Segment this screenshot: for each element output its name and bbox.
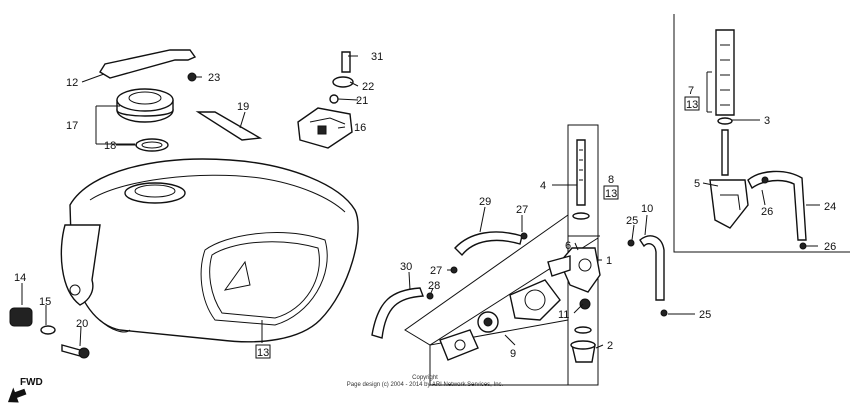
callout-20: 20 bbox=[76, 318, 88, 330]
clip-25a bbox=[627, 239, 635, 247]
fuel-tank bbox=[60, 158, 359, 343]
callout-2: 2 bbox=[607, 340, 613, 352]
callout-29: 29 bbox=[479, 196, 491, 208]
callout-17: 17 bbox=[66, 120, 78, 132]
callout-12: 12 bbox=[66, 77, 78, 89]
callout-30: 30 bbox=[400, 261, 412, 273]
copyright-line-2: Page design (c) 2004 - 2014 by ARI Netwo… bbox=[346, 382, 504, 388]
callout-31: 31 bbox=[371, 51, 383, 63]
fwd-label: FWD bbox=[20, 377, 43, 388]
clip-25b bbox=[660, 309, 668, 317]
callout-27a: 27 bbox=[516, 204, 528, 216]
callout-13b: 13 bbox=[686, 99, 698, 111]
callout-labels: 31 22 21 23 12 17 18 19 16 14 15 20 13 3… bbox=[14, 51, 836, 360]
fuel-cap bbox=[116, 88, 174, 152]
callout-6: 6 bbox=[565, 240, 571, 252]
pad-19 bbox=[195, 111, 263, 141]
clip-28 bbox=[426, 292, 434, 300]
box-13a bbox=[255, 344, 271, 359]
callout-1: 1 bbox=[606, 255, 612, 267]
callout-24: 24 bbox=[824, 201, 836, 213]
leader-lines bbox=[21, 55, 820, 349]
callout-11: 11 bbox=[558, 309, 569, 321]
callout-8: 8 bbox=[608, 174, 614, 186]
callout-15: 15 bbox=[39, 296, 51, 308]
callout-19: 19 bbox=[237, 101, 249, 113]
clip-27a bbox=[520, 232, 528, 240]
callout-18: 18 bbox=[104, 140, 116, 152]
fwd-arrow-icon bbox=[7, 387, 27, 403]
mount-hardware bbox=[9, 307, 90, 359]
box-13b bbox=[684, 96, 700, 111]
reserve-pipe-box bbox=[673, 14, 850, 253]
callout-28: 28 bbox=[428, 280, 440, 292]
callout-23: 23 bbox=[208, 72, 220, 84]
callout-4: 4 bbox=[540, 180, 546, 192]
bracket-12 bbox=[99, 49, 197, 79]
callout-25a: 25 bbox=[626, 215, 638, 227]
box-13c bbox=[603, 185, 619, 200]
callout-16: 16 bbox=[354, 122, 366, 134]
rubber-mount-16 bbox=[297, 107, 353, 149]
bolt-assembly-31 bbox=[329, 51, 354, 104]
hose-10 bbox=[639, 235, 665, 301]
callout-10: 10 bbox=[641, 203, 653, 215]
callout-13a: 13 bbox=[257, 347, 269, 359]
hose-29 bbox=[454, 231, 523, 257]
callout-25b: 25 bbox=[699, 309, 711, 321]
copyright-notice: Copyright Page design (c) 2004 - 2014 by… bbox=[300, 375, 550, 389]
callout-21: 21 bbox=[356, 95, 368, 107]
hose-30 bbox=[371, 287, 424, 339]
callout-26a: 26 bbox=[761, 206, 773, 218]
copyright-line-1: Copyright bbox=[412, 375, 438, 381]
callout-14: 14 bbox=[14, 272, 26, 284]
callout-13c: 13 bbox=[605, 188, 617, 200]
callout-7: 7 bbox=[688, 85, 694, 97]
callout-9: 9 bbox=[510, 348, 516, 360]
nut-23 bbox=[187, 72, 197, 82]
callout-26b: 26 bbox=[824, 241, 836, 253]
fuel-valve-assembly-box bbox=[404, 124, 601, 386]
callout-22: 22 bbox=[362, 81, 374, 93]
callout-3: 3 bbox=[764, 115, 770, 127]
callout-5: 5 bbox=[694, 178, 700, 190]
callout-27b: 27 bbox=[430, 265, 442, 277]
